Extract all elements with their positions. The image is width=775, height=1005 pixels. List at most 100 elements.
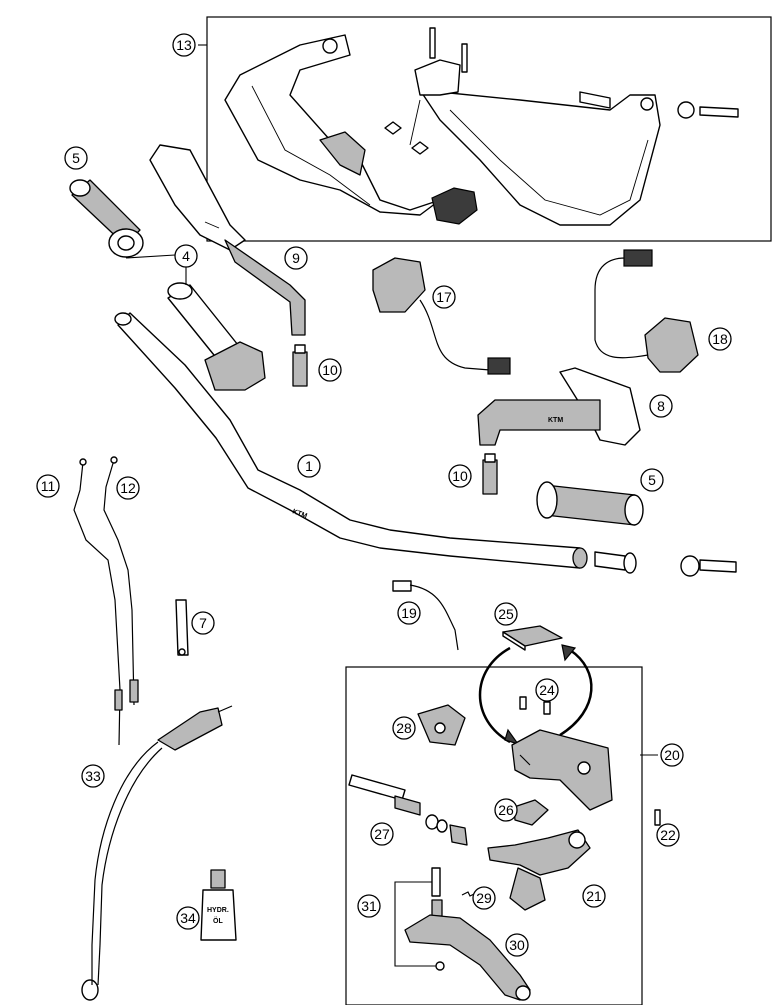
callout-number: 5 bbox=[648, 472, 656, 488]
grip-left-part bbox=[69, 179, 144, 258]
switch-left-part bbox=[372, 257, 511, 375]
mirror-adapter-right-part bbox=[482, 453, 498, 495]
brake-cylinder-group-frame bbox=[345, 666, 643, 1005]
callout-c12: 12 bbox=[116, 476, 140, 500]
callout-c13: 13 bbox=[172, 33, 196, 57]
callout-circle bbox=[640, 468, 664, 492]
callout-number: 9 bbox=[292, 250, 300, 266]
callout-circle bbox=[176, 906, 200, 930]
callout-circle bbox=[174, 244, 198, 268]
callout-number: 5 bbox=[72, 150, 80, 166]
piston-kit-part bbox=[348, 774, 468, 846]
reservoir-cover-part bbox=[502, 625, 563, 651]
callout-circle bbox=[297, 454, 321, 478]
oil-bottle-part: HYDR. ÖL bbox=[200, 869, 237, 941]
switch-right-part bbox=[594, 249, 699, 373]
mirror-adapter-left-part bbox=[292, 344, 308, 387]
callout-number: 21 bbox=[586, 888, 602, 904]
callout-number: 19 bbox=[401, 605, 417, 621]
callout-number: 24 bbox=[539, 682, 555, 698]
callout-number: 22 bbox=[660, 827, 676, 843]
callout-circle bbox=[81, 764, 105, 788]
handguard-mount-bracket-part bbox=[384, 27, 478, 225]
callout-circle bbox=[284, 246, 308, 270]
bottle-label-line2: ÖL bbox=[213, 916, 223, 925]
callout-number: 25 bbox=[498, 606, 514, 622]
callout-c1: 1 bbox=[297, 454, 321, 478]
callout-c19: 19 bbox=[397, 601, 421, 625]
callout-number: 30 bbox=[509, 937, 525, 953]
callout-number: 11 bbox=[41, 478, 56, 494]
callout-number: 17 bbox=[436, 289, 452, 305]
callout-circle bbox=[392, 716, 416, 740]
callout-circle bbox=[318, 358, 342, 382]
callout-number: 29 bbox=[476, 890, 492, 906]
callout-c29: 29 bbox=[472, 886, 496, 910]
callout-c34: 34 bbox=[176, 906, 200, 930]
handguard-group-frame bbox=[206, 16, 772, 242]
mirror-right-part: KTM bbox=[477, 367, 641, 446]
callout-number: 10 bbox=[322, 362, 338, 378]
lever-pivot-block-part bbox=[513, 799, 549, 826]
callout-c5a: 5 bbox=[64, 146, 88, 170]
callout-c7: 7 bbox=[191, 611, 215, 635]
cylinder-clamp-body-part bbox=[487, 829, 591, 911]
callout-circle bbox=[582, 884, 606, 908]
callout-c17: 17 bbox=[432, 285, 456, 309]
callout-number: 13 bbox=[176, 37, 192, 53]
callout-number: 34 bbox=[180, 910, 196, 926]
callout-c27: 27 bbox=[370, 822, 394, 846]
callout-circle bbox=[432, 285, 456, 309]
callout-c30: 30 bbox=[505, 933, 529, 957]
callout-c8: 8 bbox=[649, 394, 673, 418]
handguard-left-part bbox=[224, 34, 441, 216]
callout-circle bbox=[660, 743, 684, 767]
callout-number: 1 bbox=[305, 458, 313, 474]
callout-c22: 22 bbox=[656, 823, 680, 847]
callout-circle bbox=[357, 894, 381, 918]
clutch-hose-part bbox=[81, 705, 233, 1001]
svg-text:KTM: KTM bbox=[548, 417, 563, 424]
callout-circle bbox=[708, 327, 732, 351]
callout-number: 33 bbox=[85, 768, 101, 784]
throttle-cable-12-part bbox=[103, 456, 139, 706]
callout-number: 8 bbox=[657, 398, 665, 414]
callout-number: 26 bbox=[498, 802, 514, 818]
master-cylinder-part bbox=[511, 729, 613, 811]
callout-circle bbox=[535, 678, 559, 702]
callout-c10b: 10 bbox=[448, 464, 472, 488]
callout-c28: 28 bbox=[392, 716, 416, 740]
handlebar-part: KTM bbox=[114, 312, 588, 569]
callout-number: 27 bbox=[374, 826, 390, 842]
callout-circle bbox=[494, 602, 518, 626]
throttle-cable-11-part bbox=[73, 458, 123, 746]
callout-circle bbox=[494, 798, 518, 822]
clip-part bbox=[175, 599, 189, 656]
leader-lines bbox=[125, 44, 658, 766]
callout-circle bbox=[191, 611, 215, 635]
sensor-cable-part bbox=[392, 580, 459, 651]
callout-number: 7 bbox=[199, 615, 207, 631]
clamp-part bbox=[417, 704, 466, 746]
callout-c4: 4 bbox=[174, 244, 198, 268]
callout-circle bbox=[472, 886, 496, 910]
brake-lever-part bbox=[404, 914, 531, 1001]
callout-c24: 24 bbox=[535, 678, 559, 702]
callout-c26: 26 bbox=[494, 798, 518, 822]
callout-circle bbox=[116, 476, 140, 500]
callout-number: 12 bbox=[120, 480, 136, 496]
bottle-label-line1: HYDR. bbox=[207, 907, 229, 914]
bar-end-part bbox=[594, 551, 737, 577]
callout-number: 31 bbox=[361, 898, 377, 914]
callout-c18: 18 bbox=[708, 327, 732, 351]
callout-number: 10 bbox=[452, 468, 468, 484]
grip-right-part bbox=[536, 481, 644, 526]
callout-circle bbox=[397, 601, 421, 625]
callout-c25: 25 bbox=[494, 602, 518, 626]
callout-circle bbox=[36, 474, 60, 498]
callout-circle bbox=[656, 823, 680, 847]
callout-number: 4 bbox=[182, 248, 190, 264]
callout-c31: 31 bbox=[357, 894, 381, 918]
